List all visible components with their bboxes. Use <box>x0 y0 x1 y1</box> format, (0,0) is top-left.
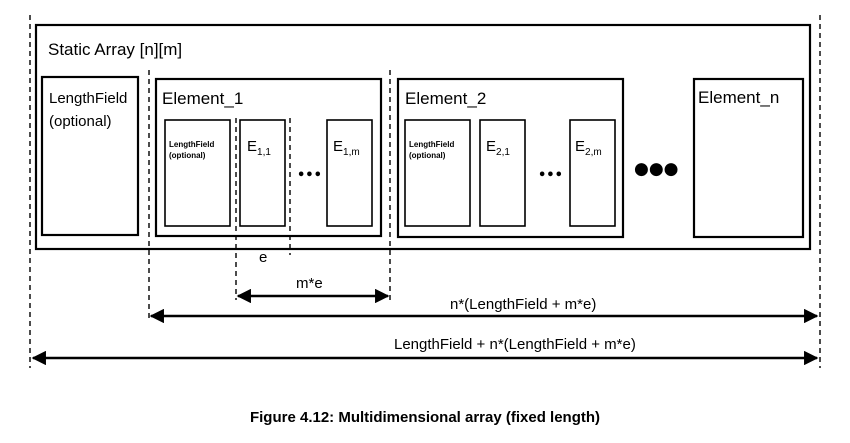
item-size-label: e <box>259 249 267 266</box>
element-1-length-field-line2: (optional) <box>169 151 206 160</box>
element-2-item-last-label: E2,m <box>575 138 602 158</box>
outer-length-field-label-line2: (optional) <box>49 113 112 130</box>
element-1-item-last <box>326 119 373 227</box>
element-2-title: Element_2 <box>405 89 486 108</box>
static-array-title: Static Array [n][m] <box>48 40 182 59</box>
element-1-item-first <box>239 119 286 227</box>
element-2-item-last <box>569 119 616 227</box>
total-size-label: LengthField + n*(LengthField + m*e) <box>394 336 636 353</box>
element-1-item-last-label: E1,m <box>333 138 360 158</box>
between-elements-ellipsis: ●●● <box>634 159 679 179</box>
element-n-box <box>692 77 805 239</box>
figure-caption: Figure 4.12: Multidimensional array (fix… <box>250 409 600 426</box>
element-1-length-field-box <box>164 119 231 227</box>
element-items-size-label: m*e <box>296 275 323 292</box>
element-2-length-field-box <box>404 119 471 227</box>
element-1-length-field-line1: LengthField <box>169 140 214 149</box>
element-2-ellipsis: ••• <box>538 168 563 183</box>
element-2-item-first-label: E2,1 <box>486 138 510 158</box>
outer-length-field-label-line1: LengthField <box>49 90 127 107</box>
element-2-length-field-line2: (optional) <box>409 151 446 160</box>
element-1-ellipsis: ••• <box>297 168 322 183</box>
element-2-item-first <box>479 119 526 227</box>
outer-length-field-box <box>40 75 140 237</box>
element-n-title: Element_n <box>698 88 779 107</box>
element-1-item-first-label: E1,1 <box>247 138 271 158</box>
element-2-length-field-line1: LengthField <box>409 140 454 149</box>
elements-size-label: n*(LengthField + m*e) <box>450 296 596 313</box>
element-1-title: Element_1 <box>162 89 243 108</box>
